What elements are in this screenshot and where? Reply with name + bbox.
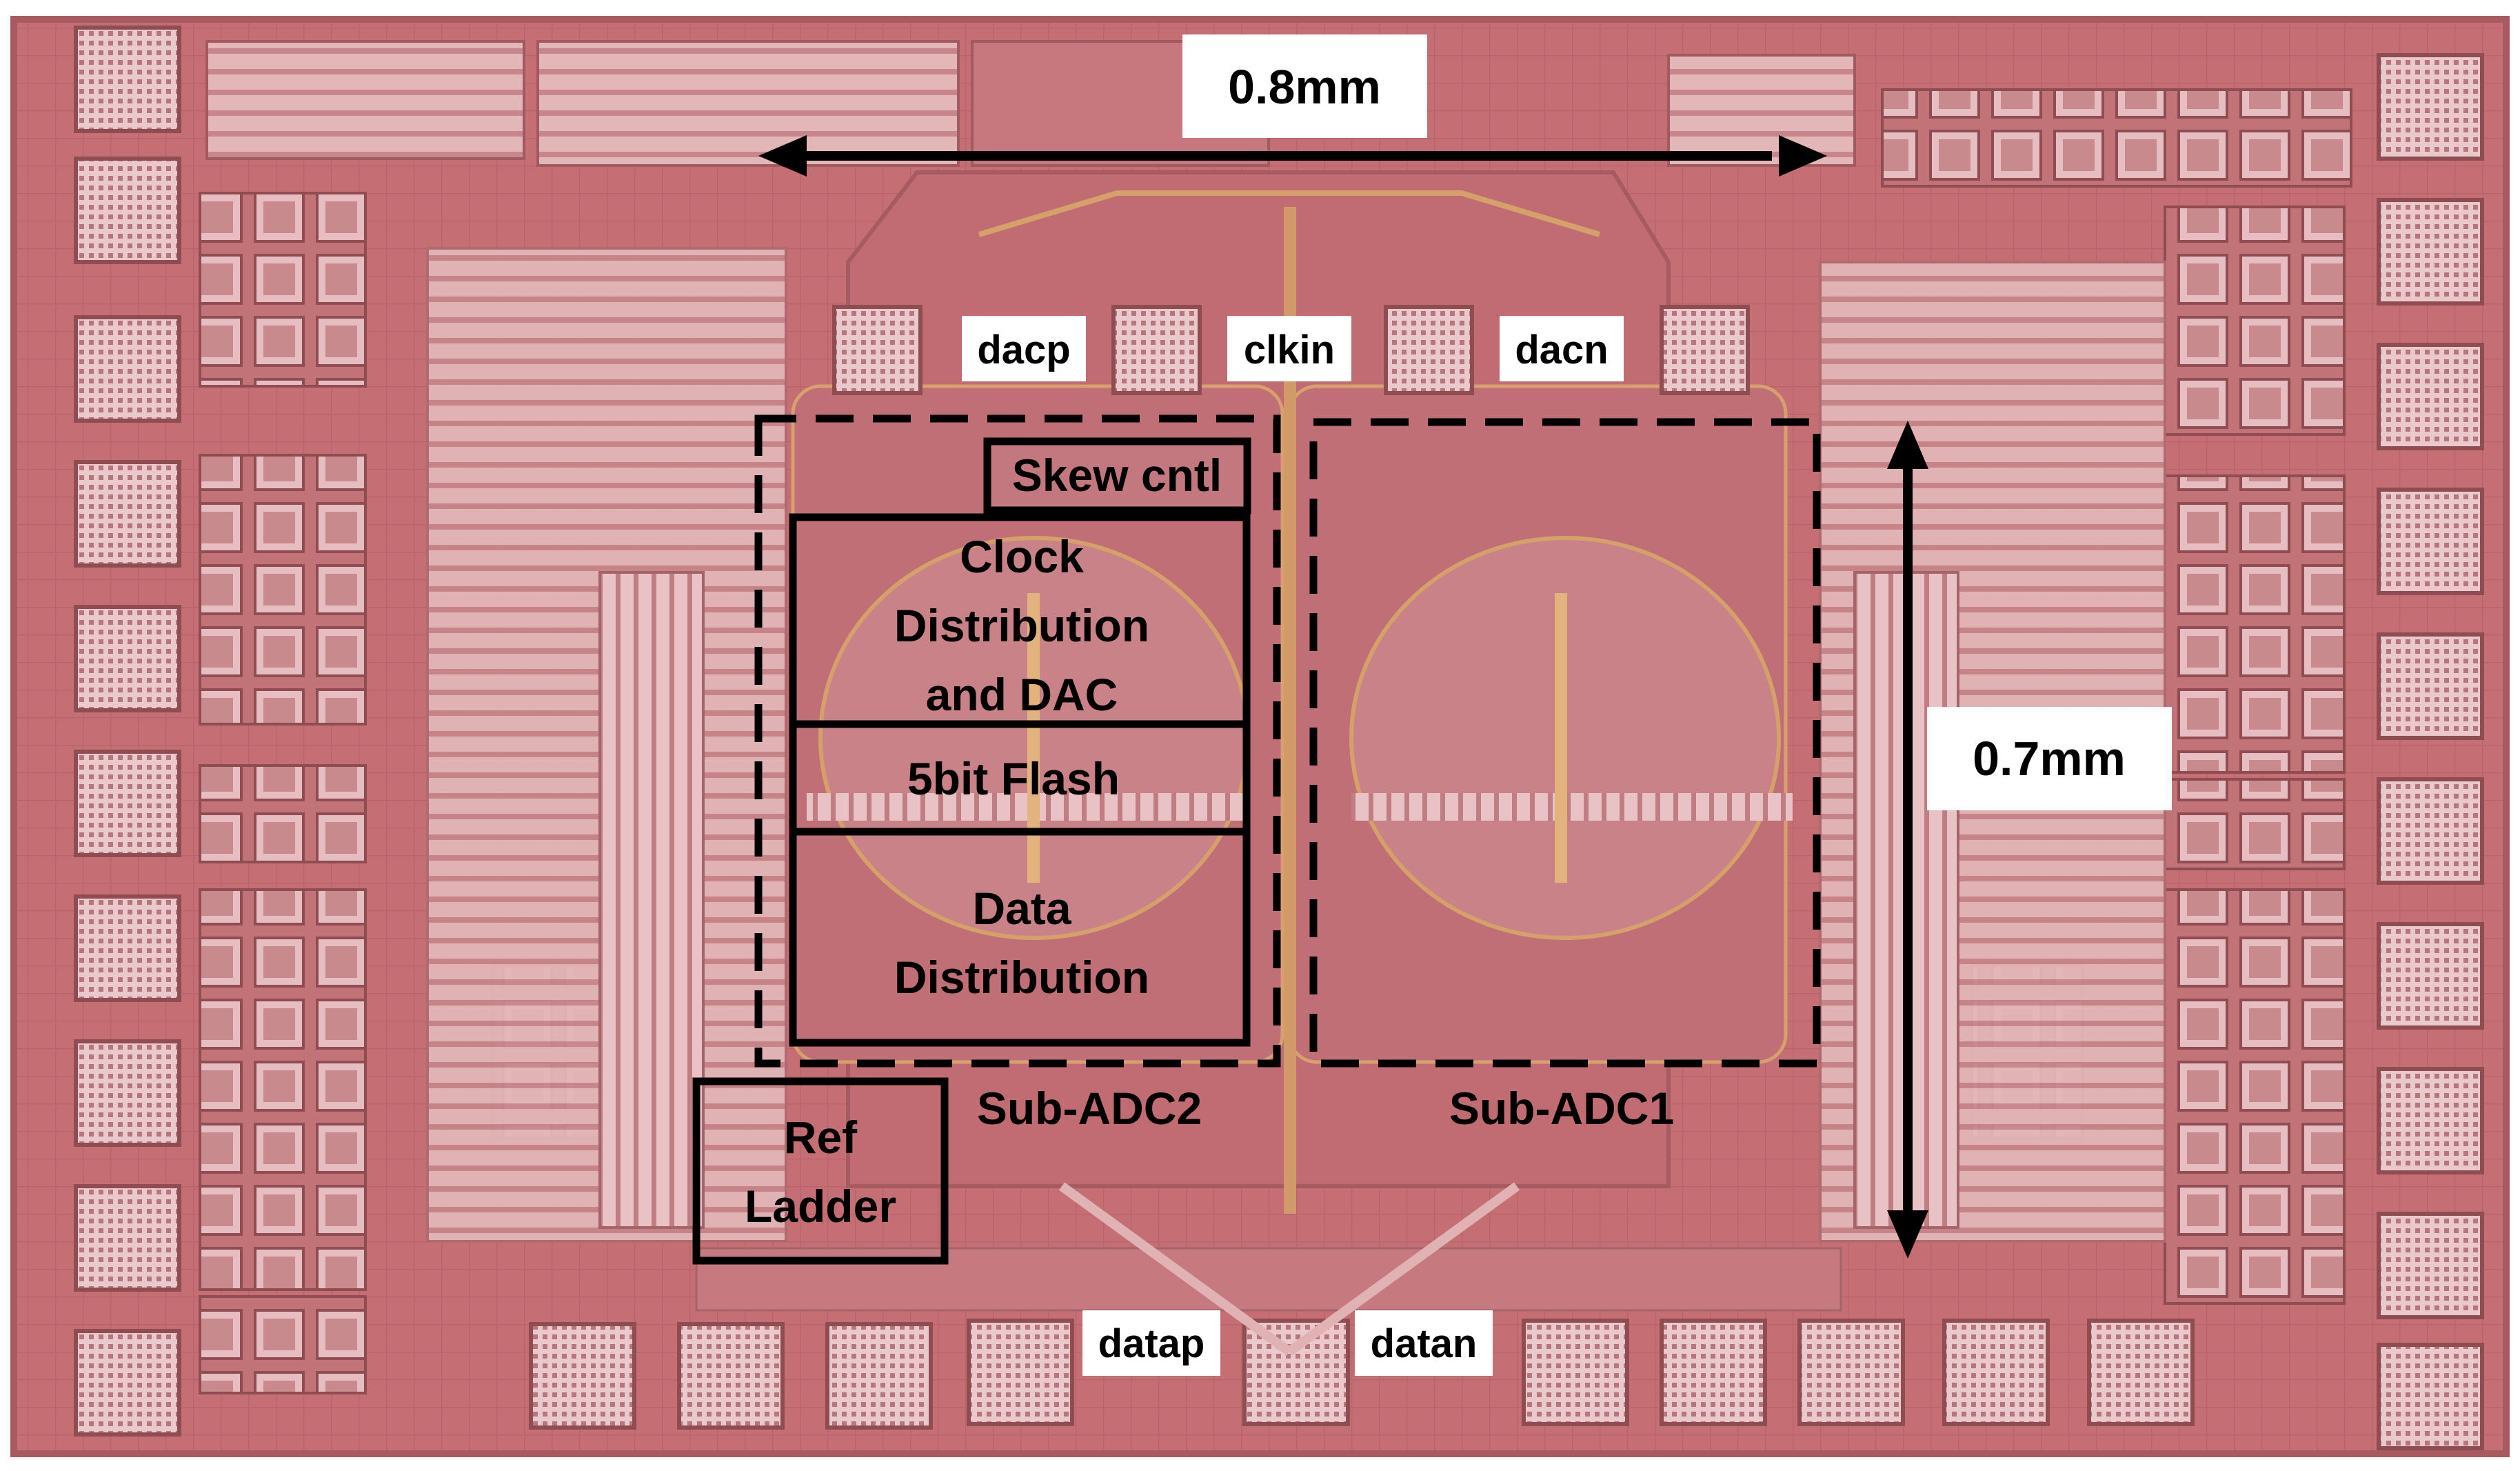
skew-control-block: Skew cntl [983, 437, 1251, 514]
sub-adc1-label: Sub-ADC1 [1449, 1083, 1674, 1134]
pin-label-clkin: clkin [1244, 328, 1335, 372]
ref-ladder-line2: Ladder [745, 1181, 896, 1232]
data-dist-line2: Distribution [894, 952, 1149, 1003]
pin-label-datap: datap [1098, 1321, 1205, 1366]
clock-dist-line3: and DAC [926, 669, 1118, 720]
right-pad-column [2377, 53, 2484, 1450]
data-dist-line1: Data [972, 883, 1071, 934]
data-distribution-block: Data Distribution [789, 828, 1251, 1047]
vertical-scale-bar: 0.7mm [1887, 421, 2172, 1259]
horizontal-scale-label: 0.8mm [1228, 60, 1381, 114]
pin-label-dacp: dacp [977, 328, 1070, 372]
clock-dist-line1: Clock [960, 531, 1084, 582]
ref-ladder-line1: Ref [784, 1112, 858, 1163]
skew-control-label: Skew cntl [1012, 450, 1222, 501]
clock-dist-line2: Distribution [894, 600, 1149, 651]
pin-labels: dacp clkin dacn datap datan [962, 316, 1624, 1376]
pin-label-dacn: dacn [1515, 328, 1608, 372]
horizontal-scale-bar: 0.8mm [758, 34, 1827, 177]
pin-label-datan: datan [1371, 1321, 1478, 1366]
sub-adc2-label: Sub-ADC2 [977, 1083, 1202, 1134]
right-cell-arrays [1970, 206, 2346, 1305]
vertical-scale-label: 0.7mm [1973, 732, 2126, 785]
flash-label: 5bit Flash [907, 753, 1120, 804]
left-pad-column [74, 26, 181, 1437]
clock-distribution-block: Clock Distribution and DAC [789, 513, 1251, 728]
die-edge [10, 16, 2510, 1457]
center-top-pads [832, 305, 1750, 395]
bottom-pad-row [529, 1319, 2195, 1430]
ref-ladder-block: Ref Ladder [692, 1077, 949, 1265]
top-structures [205, 40, 2352, 188]
sub-adc1-region: Sub-ADC1 [1309, 418, 1821, 1134]
sub-adc2-region: Sub-ADC2 [754, 414, 1281, 1134]
